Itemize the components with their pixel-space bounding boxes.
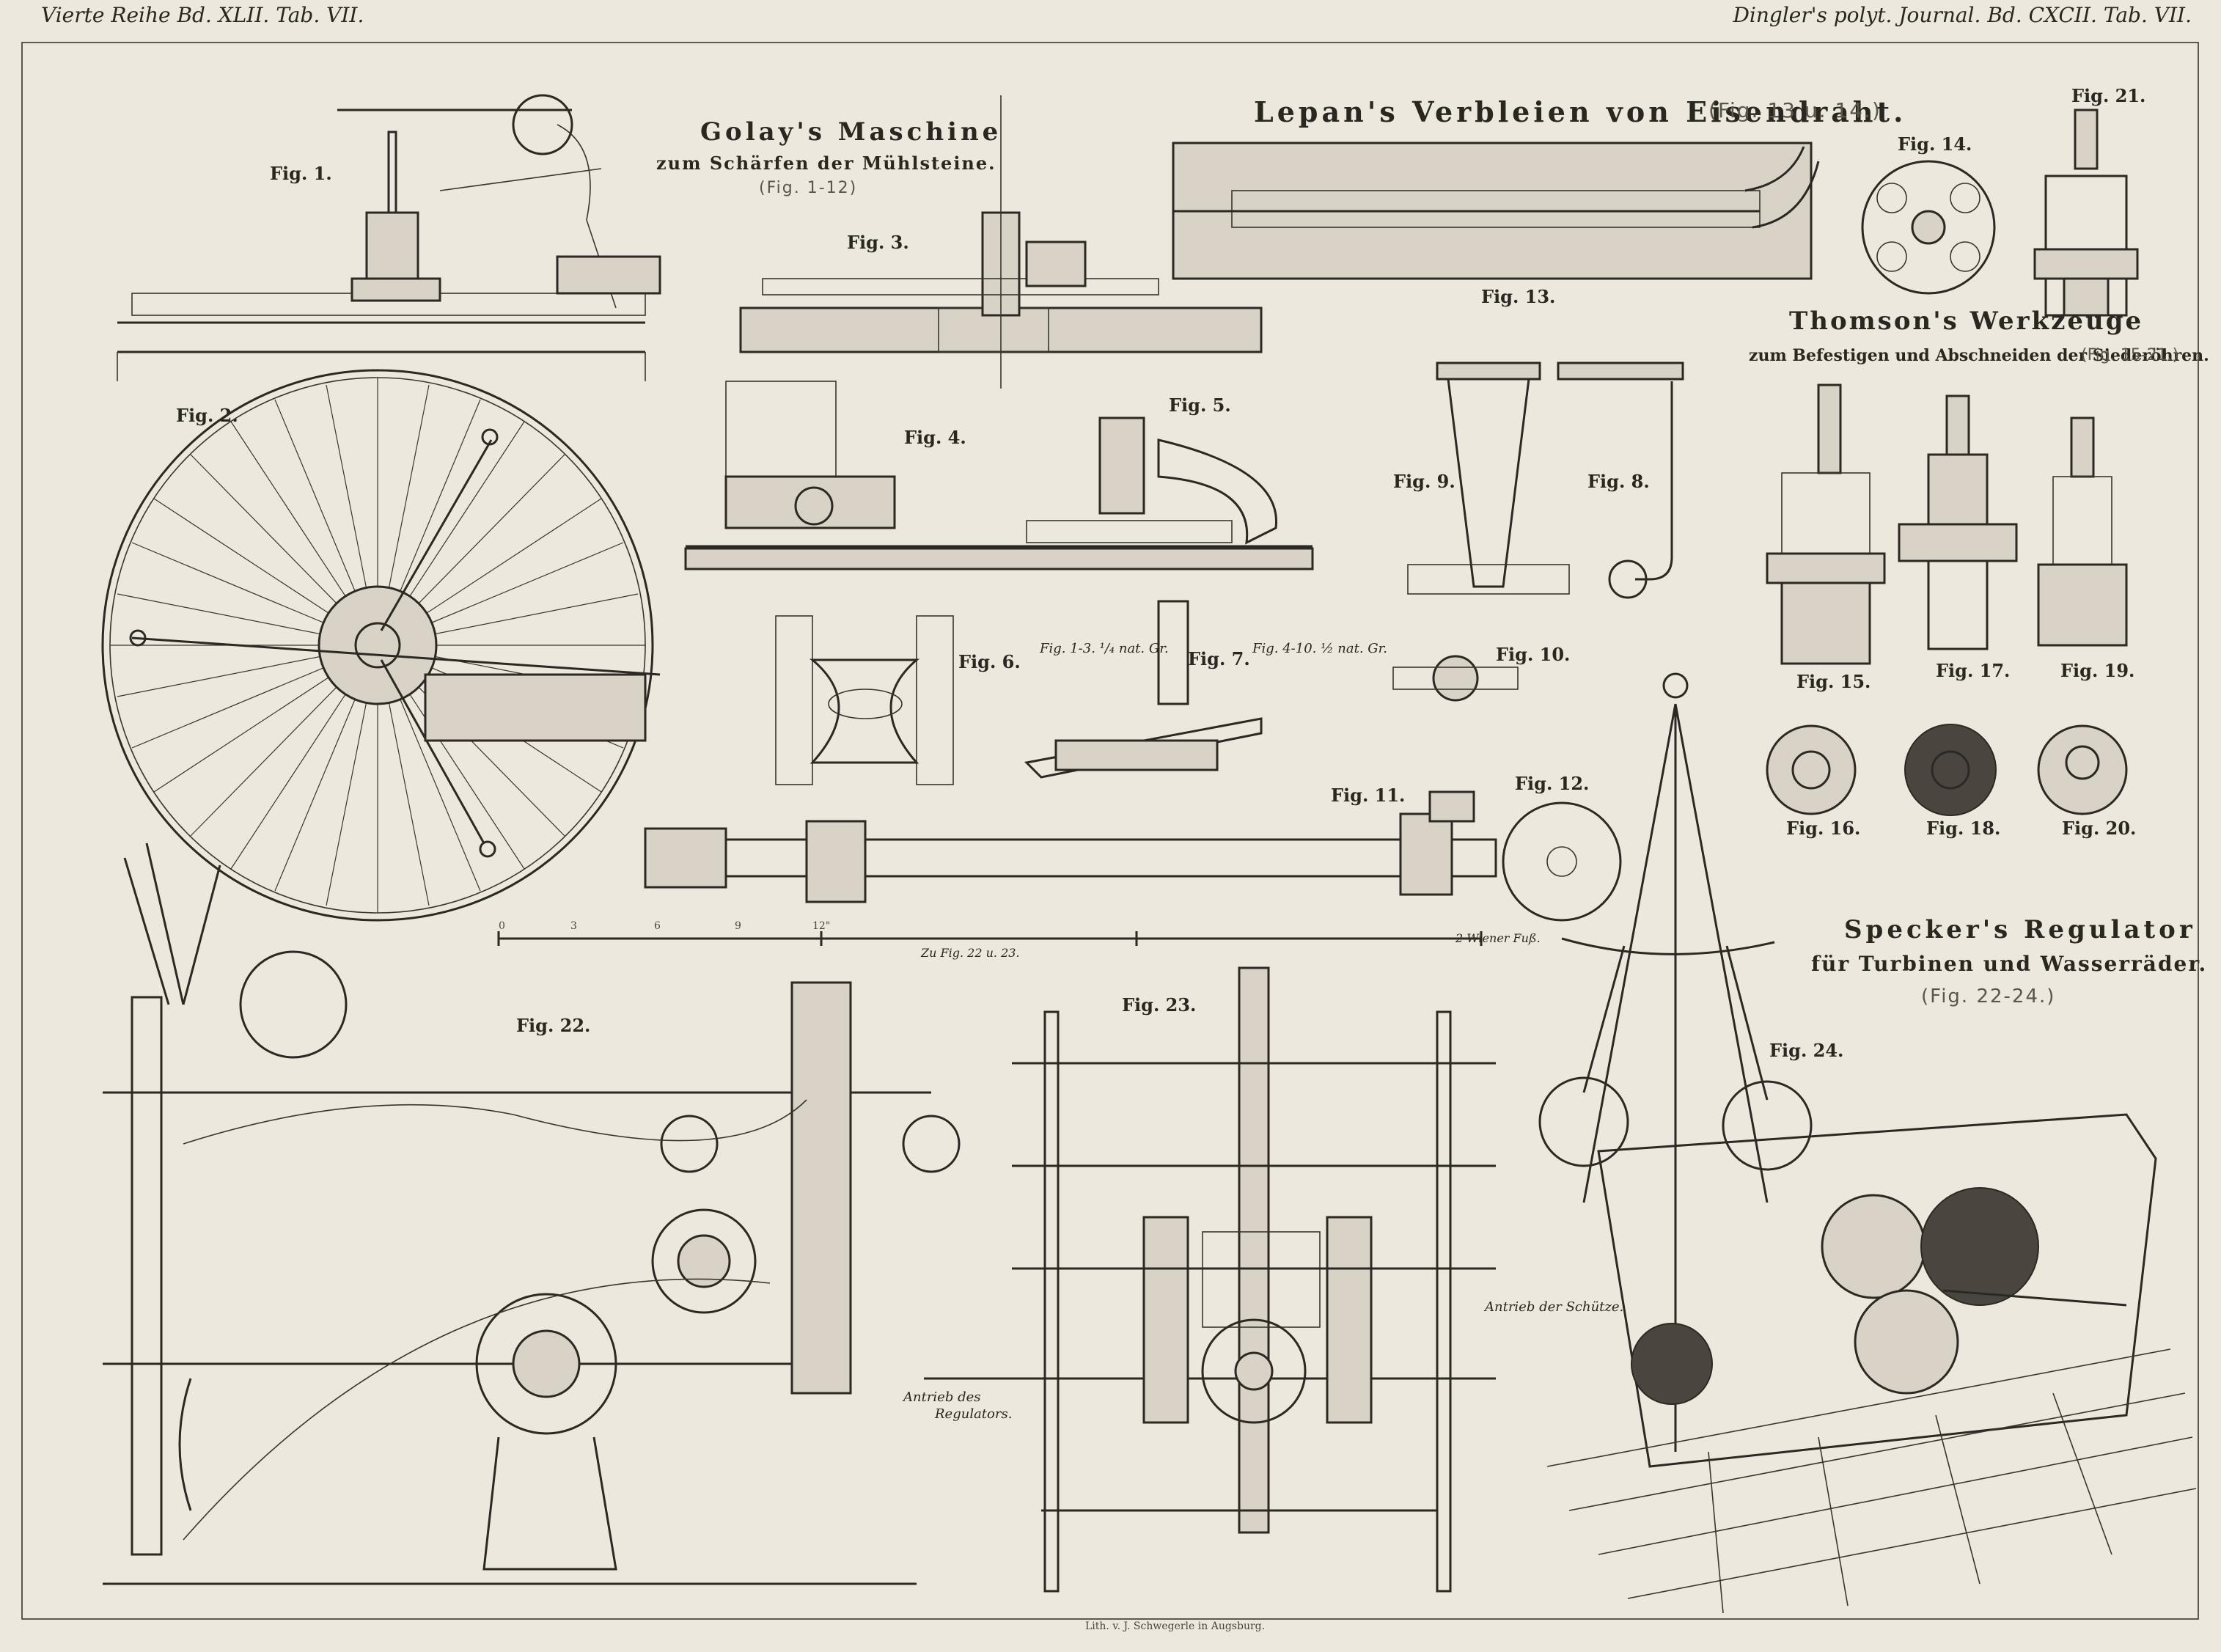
scale-unit-note: 2 Wiener Fuß.: [1455, 931, 1541, 945]
fig-22-label: Fig. 22.: [516, 1015, 591, 1036]
fig-17-label: Fig. 17.: [1936, 660, 2011, 681]
scale-tick-label: 9: [735, 920, 741, 932]
thomson-ref: (Fig. 15-21.): [2081, 346, 2179, 364]
fig-4-5-drawing: [684, 381, 1314, 570]
specker-subtitle: für Turbinen und Wasserräder.: [1811, 952, 2208, 976]
fig-8-9-10-drawing: [1392, 361, 1684, 702]
fig-16-label: Fig. 16.: [1786, 818, 1861, 839]
lepan-title: Lepan's Verbleien von Eisendraht.: [1254, 95, 1907, 128]
antrieb-regulators-note-1: Antrieb des: [903, 1389, 981, 1405]
fig-16-drawing: [1766, 724, 1857, 815]
scale-tick-label: 3: [570, 920, 577, 932]
fig-24-label: Fig. 24.: [1769, 1040, 1844, 1061]
scale-tick-label: 0: [499, 920, 505, 932]
fig-7-drawing: [1024, 600, 1263, 779]
fig-1-drawing: [117, 94, 661, 381]
specker-title: Specker's Regulator: [1844, 915, 2196, 944]
scale-note-a: Fig. 1-3. ¹/₄ nat. Gr.: [1040, 641, 1169, 656]
plate-border: [21, 42, 2199, 1620]
fig-15-label: Fig. 15.: [1796, 671, 1871, 692]
fig-24-drawing: [1538, 672, 2197, 1614]
fig-15-drawing: [1766, 383, 1886, 665]
fig-18-label: Fig. 18.: [1926, 818, 2001, 839]
fig-6-label: Fig. 6.: [958, 651, 1021, 672]
lepan-ref: (Fig. 13 u. 14.): [1708, 98, 1882, 122]
fig-19-drawing: [2037, 416, 2128, 647]
fig-2-drawing: [101, 369, 661, 922]
scale-tick-label: 12": [812, 920, 831, 932]
fig-20-drawing: [2037, 724, 2128, 815]
antrieb-regulators-note-2: Regulators.: [935, 1406, 1013, 1422]
fig-21-drawing: [2033, 109, 2139, 317]
fig-1-label: Fig. 1.: [270, 163, 332, 184]
fig-21-label: Fig. 21.: [2071, 85, 2146, 106]
fig-17-drawing: [1898, 394, 2018, 650]
plate-header-right: Dingler's polyt. Journal. Bd. CXCII. Tab…: [1733, 3, 2192, 27]
fig-8-label: Fig. 8.: [1587, 471, 1650, 492]
golay-title: Golay's Maschine: [700, 117, 1002, 147]
fig-9-label: Fig. 9.: [1393, 471, 1455, 492]
fig-13-label: Fig. 13.: [1481, 286, 1556, 307]
fig-22-drawing: [103, 842, 961, 1585]
fig-20-label: Fig. 20.: [2062, 818, 2137, 839]
fig-18-drawing: [1904, 724, 1997, 816]
scale-ref-note: Zu Fig. 22 u. 23.: [921, 946, 1020, 960]
fig-11-12-drawing: [644, 790, 1622, 922]
antrieb-schuetze-note: Antrieb der Schütze.: [1485, 1299, 1624, 1315]
thomson-subtitle: zum Befestigen und Abschneiden der Siede…: [1749, 346, 2209, 365]
fig-6-drawing: [775, 615, 954, 785]
fig-11-label: Fig. 11.: [1331, 785, 1406, 806]
fig-5-label: Fig. 5.: [1169, 394, 1231, 416]
scale-bar: [497, 931, 1483, 946]
fig-10-label: Fig. 10.: [1496, 644, 1571, 665]
fig-3-label: Fig. 3.: [847, 232, 909, 253]
fig-23-drawing: [924, 966, 1496, 1593]
fig-7-label: Fig. 7.: [1188, 648, 1250, 669]
golay-ref: (Fig. 1-12): [759, 179, 858, 197]
scale-note-b: Fig. 4-10. ½ nat. Gr.: [1252, 641, 1387, 656]
plate-header-left: Vierte Reihe Bd. XLII. Tab. VII.: [41, 3, 364, 27]
fig-19-label: Fig. 19.: [2060, 660, 2135, 681]
lithographer-credit: Lith. v. J. Schwegerle in Augsburg.: [1085, 1620, 1266, 1632]
fig-3-drawing: [739, 95, 1263, 389]
fig-14-label: Fig. 14.: [1898, 133, 1972, 155]
fig-4-label: Fig. 4.: [904, 427, 966, 448]
fig-12-label: Fig. 12.: [1515, 773, 1590, 794]
scale-tick-label: 6: [654, 920, 661, 932]
specker-ref: (Fig. 22-24.): [1921, 985, 2056, 1007]
golay-subtitle: zum Schärfen der Mühlsteine.: [656, 153, 996, 174]
fig-23-label: Fig. 23.: [1122, 994, 1197, 1016]
fig-14-drawing: [1861, 160, 1996, 295]
fig-13-drawing: [1172, 142, 1820, 280]
